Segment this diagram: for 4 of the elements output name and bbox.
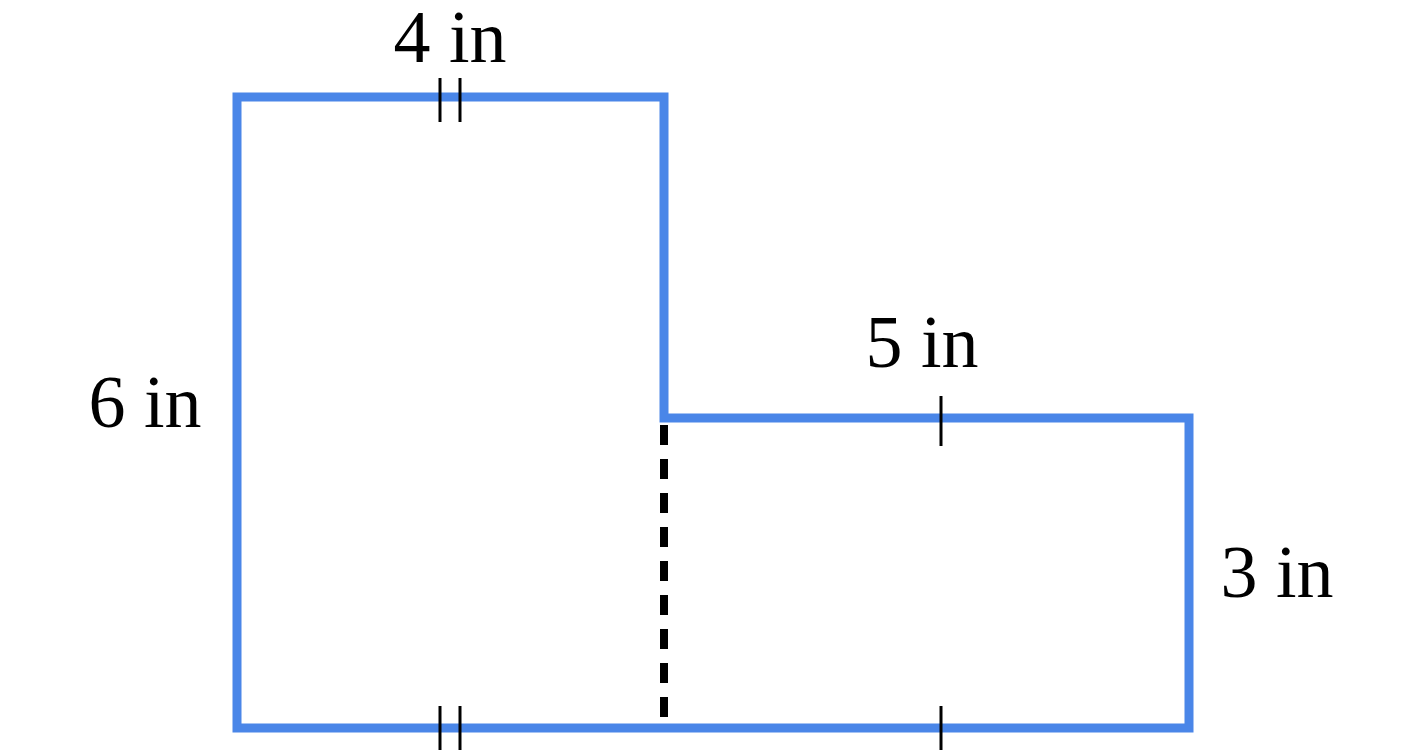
dimension-label: 5 in bbox=[865, 305, 979, 379]
dimension-label: 6 in bbox=[88, 365, 202, 439]
dimension-label: 3 in bbox=[1220, 535, 1334, 609]
dimension-label: 4 in bbox=[393, 0, 507, 74]
